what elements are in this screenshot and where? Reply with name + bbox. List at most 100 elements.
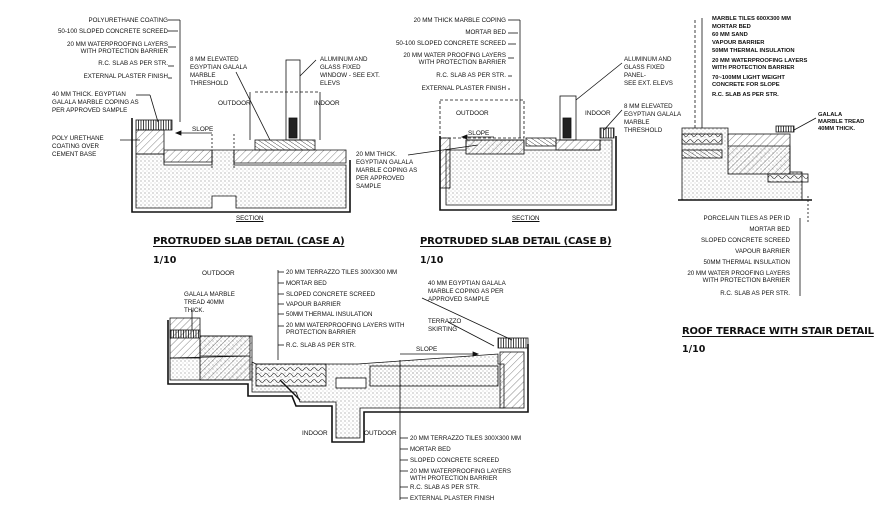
roof-bottom-mortar: MORTAR BED [749,226,790,233]
case-a-coping-1: 40 MM THICK. EGYPTIAN [52,91,126,98]
case-b-scale: 1/10 [420,255,444,266]
case-a-coating-3: CEMENT BASE [52,151,97,158]
case-a-coping-3: PER APPROVED SAMPLE [52,107,128,114]
roof-title: ROOF TERRACE WITH STAIR DETAIL [682,326,874,337]
case-b-coping-2: EGYPTIAN GALALA [356,159,414,166]
case-b-threshold-3: MARBLE [624,119,650,126]
case-a-coating-2: COATING OVER [52,143,99,150]
terrazzo-slope: SLOPE [416,346,438,353]
roof-tread-2: MARBLE TREAD [818,119,865,125]
roof-bottom-slab: R.C. SLAB AS PER STR. [720,290,790,297]
roof-bottom-waterproofing: 20 MM WATER PROOFING LAYERS [687,270,790,277]
roof-label-slope-concrete: CONCRETE FOR SLOPE [712,82,780,88]
terrazzo-bottom-screed: SLOPED CONCRETE SCREED [410,457,500,464]
case-b-label-slab: R.C. SLAB AS PER STR. [436,72,506,79]
terrazzo-top-tiles: 20 MM TERRAZZO TILES 300X300 MM [286,269,398,276]
case-a-window-2: GLASS FIXED [320,64,361,71]
case-b-outdoor: OUTDOOR [456,110,489,117]
case-b-threshold-2: EGYPTIAN GALALA [624,111,682,118]
terrazzo-top-protection: PROTECTION BARRIER [286,329,356,336]
case-b-label-mortar: MORTAR BED [465,29,506,36]
case-a-outdoor: OUTDOOR [218,100,251,107]
terrazzo-bottom-waterproofing: 20 MM WATERPROOFING LAYERS [410,468,511,475]
roof-label-mortar: MORTAR BED [712,24,751,30]
case-b-title: PROTRUDED SLAB DETAIL (CASE B) [420,236,612,247]
roof-bottom-tiles: PORCELAIN TILES AS PER ID [703,215,790,222]
terrazzo-section [167,270,529,500]
case-a-window-3: WINDOW - SEE EXT. [320,72,380,79]
case-a-label-screed: 50-100 SLOPED CONCRETE SCREED [57,28,168,35]
case-b-label-plaster: EXTERNAL PLASTER FINISH [421,85,506,92]
roof-label-protection: WITH PROTECTION BARRIER [712,65,795,71]
case-b-indoor: INDOOR [585,110,611,117]
case-b-coping-3: MARBLE COPING AS [356,167,418,174]
case-b-panel-1: ALUMINUM AND [624,56,672,63]
roof-label-vapour: VAPOUR BARRIER [712,40,765,46]
terrazzo-outdoor-top: OUTDOOR [202,270,235,277]
roof-label-tiles: MARBLE TILES 600X300 MM [712,16,791,22]
terrazzo-top-insulation: 50MM THERMAL INSULATION [286,311,373,318]
case-b-threshold-4: THRESHOLD [624,127,663,134]
case-b-section [407,19,623,211]
terrazzo-outdoor-bottom: OUTDOOR [364,430,397,437]
roof-label-slab: R.C. SLAB AS PER STR. [712,92,779,98]
case-a-coping-2: GALALA MARBLE COPING AS [52,99,139,106]
case-a-threshold-4: THRESHOLD [190,80,229,87]
terrazzo-tread-1: GALALA MARBLE [184,291,235,298]
case-b-section-label: SECTION [512,215,540,222]
case-b-threshold-1: 8 MM ELEVATED [624,103,673,110]
terrazzo-bottom-tiles: 20 MM TERRAZZO TILES 300X300 MM [410,435,522,442]
terrazzo-top-slab: R.C. SLAB AS PER STR. [286,342,356,349]
terrazzo-coping-3: APPROVED SAMPLE [428,296,490,303]
roof-label-sand: 60 MM SAND [712,32,748,38]
terrazzo-coping-2: MARBLE COPING AS PER [428,288,504,295]
case-b-label-waterproofing: 20 MM WATER PROOFING LAYERS [403,52,506,59]
roof-label-waterproofing: 20 MM WATERPROOFING LAYERS [712,58,808,64]
case-a-label-protection: WITH PROTECTION BARRIER [80,48,168,55]
case-b-coping-5: SAMPLE [356,183,382,190]
case-a-label-waterproofing: 20 MM WATERPROOFING LAYERS [67,41,168,48]
case-a-label-coating: POLYURETHANE COATING [88,17,168,24]
roof-label-lightweight: 70~100MM LIGHT WEIGHT [712,75,785,81]
terrazzo-bottom-plaster: EXTERNAL PLASTER FINISH [410,495,495,502]
case-a-title: PROTRUDED SLAB DETAIL (CASE A) [153,236,345,247]
case-a-section-label: SECTION [236,215,264,222]
terrazzo-top-waterproofing: 20 MM WATERPROOFING LAYERS WITH [286,322,405,329]
terrazzo-top-vapour: VAPOUR BARRIER [286,301,341,308]
case-a-threshold-3: MARBLE [190,72,216,79]
case-b-coping-4: PER APPROVED [356,175,405,182]
terrazzo-bottom-slab: R.C. SLAB AS PER STR. [410,484,480,491]
case-a-threshold-2: EGYPTIAN GALALA [190,64,248,71]
terrazzo-tread-2: TREAD 40MM [184,299,224,306]
terrazzo-top-screed: SLOPED CONCRETE SCREED [286,291,376,298]
case-b-slope: SLOPE [468,130,490,137]
terrazzo-bottom-protection: WITH PROTECTION BARRIER [410,475,498,482]
terrazzo-skirting-1: TERRAZZO [428,318,462,325]
roof-terrace-section [678,18,817,296]
terrazzo-bottom-mortar: MORTAR BED [410,446,451,453]
case-a-indoor: INDOOR [314,100,340,107]
terrazzo-tread-3: THICK. [184,307,205,314]
roof-bottom-protection: WITH PROTECTION BARRIER [702,277,790,284]
roof-bottom-vapour: VAPOUR BARRIER [735,248,790,255]
roof-tread-1: GALALA [818,112,843,118]
case-b-label-screed: 50-100 SLOPED CONCRETE SCREED [395,40,506,47]
terrazzo-indoor: INDOOR [302,430,328,437]
case-b-coping-1: 20 MM THICK. [356,151,397,158]
case-a-section [120,19,351,213]
case-a-window-1: ALUMINUM AND [320,56,368,63]
case-b-panel-4: SEE EXT. ELEVS [624,80,673,87]
roof-label-insulation: 50MM THERMAL INSULATION [712,48,795,54]
case-a-threshold-1: 8 MM ELEVATED [190,56,239,63]
case-b-panel-3: PANEL- [624,72,646,79]
case-a-label-plaster: EXTERNAL PLASTER FINISH [83,73,168,80]
case-b-label-coping: 20 MM THICK MARBLE COPING [413,17,506,24]
terrazzo-skirting-2: SKIRTING [428,326,458,333]
terrazzo-top-mortar: MORTAR BED [286,280,327,287]
roof-tread-3: 40MM THICK. [818,126,856,132]
case-a-window-4: ELEVS [320,80,340,87]
case-a-scale: 1/10 [153,255,177,266]
case-a-slope: SLOPE [192,126,214,133]
